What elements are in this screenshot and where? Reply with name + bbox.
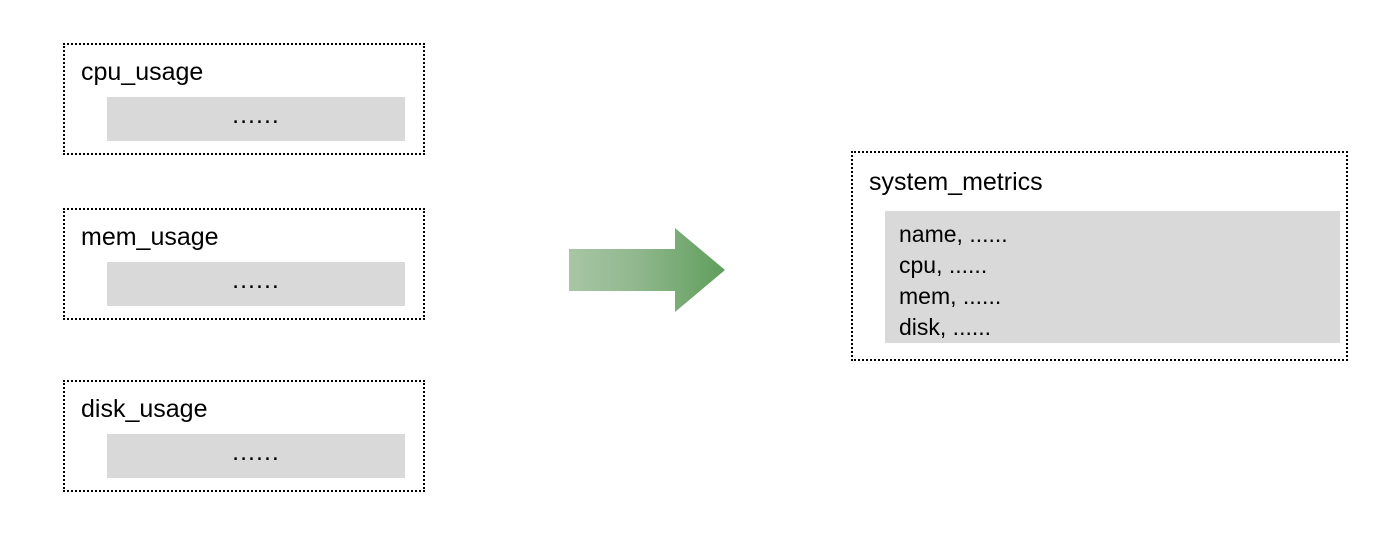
source-node-disk-usage[interactable]: disk_usage ...... xyxy=(63,380,425,492)
source-node-body: ...... xyxy=(107,262,405,306)
source-node-body: ...... xyxy=(107,97,405,141)
target-field-row: disk, ...... xyxy=(899,314,992,340)
target-node-body: name, ...... cpu, ...... mem, ...... dis… xyxy=(885,211,1340,343)
target-node-title: system_metrics xyxy=(869,168,1043,196)
source-node-title: cpu_usage xyxy=(81,58,204,86)
target-node-system-metrics[interactable]: system_metrics name, ...... cpu, ...... … xyxy=(851,151,1348,361)
target-field-row: cpu, ...... xyxy=(899,252,988,278)
ellipsis-text: ...... xyxy=(232,265,280,294)
source-node-cpu-usage[interactable]: cpu_usage ...... xyxy=(63,43,425,155)
source-node-title: mem_usage xyxy=(81,223,219,251)
source-node-title: disk_usage xyxy=(81,395,208,423)
ellipsis-text: ...... xyxy=(232,437,280,466)
source-node-body: ...... xyxy=(107,434,405,478)
arrow-right-icon xyxy=(569,228,725,312)
target-field-row: mem, ...... xyxy=(899,283,1002,309)
target-field-row: name, ...... xyxy=(899,221,1008,247)
merge-arrow-icon xyxy=(569,228,725,312)
source-node-mem-usage[interactable]: mem_usage ...... xyxy=(63,208,425,320)
ellipsis-text: ...... xyxy=(232,100,280,129)
